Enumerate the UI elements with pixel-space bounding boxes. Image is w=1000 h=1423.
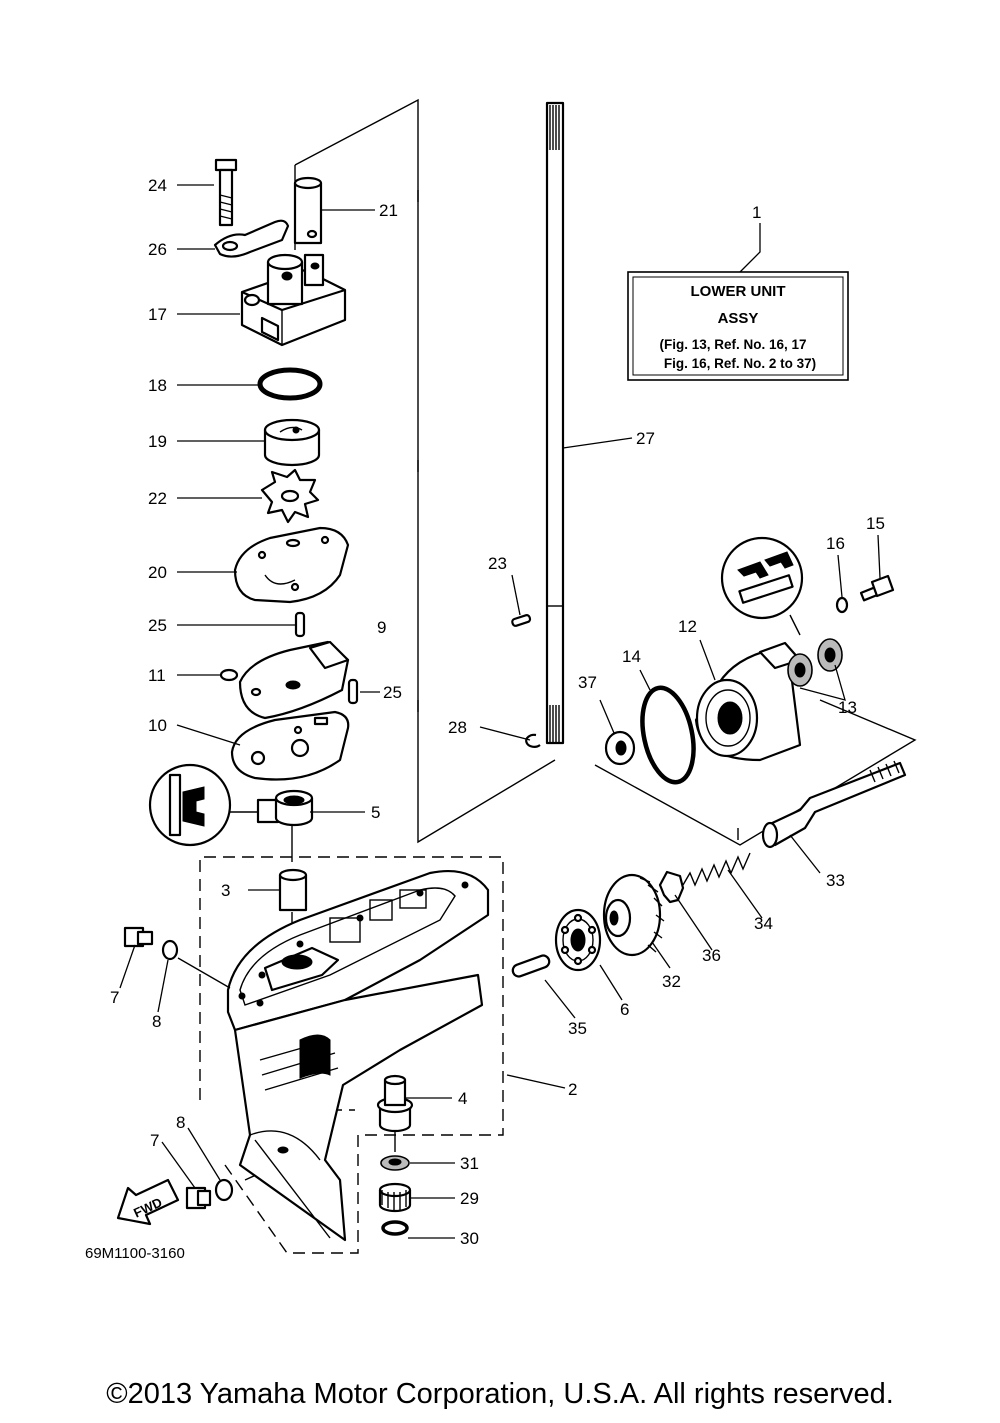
callout-35: 35 [568,1019,587,1038]
dog-clutch-36 [658,870,685,904]
circlip-28 [525,733,541,748]
callout-4: 4 [458,1089,467,1108]
callout-24: 24 [148,176,167,195]
gasket-11 [219,668,239,682]
callout-26: 26 [148,240,167,259]
insert-cartridge-19 [263,418,321,467]
bolt-24 [214,158,238,227]
assy-label-box: LOWER UNIT ASSY (Fig. 13, Ref. No. 16, 1… [627,271,849,381]
callout-14: 14 [622,647,641,666]
plate-9 [238,640,350,720]
callout-23: 23 [488,554,507,573]
seal-detail-inset [148,763,260,847]
callout-28: 28 [448,718,467,737]
gasket-10 [230,710,350,781]
callout-33: 33 [826,871,845,890]
callout-13: 13 [838,698,857,717]
washer-8b [214,1178,234,1202]
bearing-housing-12 [694,641,802,762]
callout-labels: 1 2 3 4 5 6 7 7 8 8 9 10 11 12 13 14 15 … [110,176,885,1248]
washer-8a [161,939,179,961]
sleeve-21 [293,176,323,245]
callout-27: 27 [636,429,655,448]
pinion-29 [378,1182,412,1213]
forward-gear-32 [602,873,665,957]
callout-20: 20 [148,563,167,582]
callout-5: 5 [371,803,380,822]
bushing-4 [376,1074,414,1133]
pin-23 [511,614,532,627]
assy-label-line2: ASSY [718,310,759,327]
callout-36: 36 [702,946,721,965]
pump-housing-17 [240,253,347,347]
screw-7b [185,1186,212,1210]
bearing-5 [256,789,314,827]
callout-3: 3 [221,881,230,900]
callout-29: 29 [460,1189,479,1208]
callout-25a: 25 [148,616,167,635]
fwd-arrow [116,1178,180,1226]
callout-7b: 7 [150,1131,159,1150]
seal-detail-inset-2 [720,536,804,636]
callout-37: 37 [578,673,597,692]
callout-22: 22 [148,489,167,508]
callout-18: 18 [148,376,167,395]
ball-bearing-6 [554,908,602,972]
callout-10: 10 [148,716,167,735]
impeller-22 [260,468,320,524]
callout-8b: 8 [176,1113,185,1132]
o-ring-18 [257,367,323,401]
washer-16 [835,596,849,614]
callout-17: 17 [148,305,167,324]
callout-16: 16 [826,534,845,553]
callout-6: 6 [620,1000,629,1019]
o-ring-14 [640,685,696,785]
callout-19: 19 [148,432,167,451]
bolt-15 [859,574,895,602]
oil-seals-13 [787,638,843,687]
callout-8a: 8 [152,1012,161,1031]
propeller-shaft-33 [761,760,907,849]
oil-seal-37 [604,730,636,766]
callout-25b: 25 [383,683,402,702]
pin-35 [511,954,551,978]
dowel-pin-25a [294,611,306,638]
screw-7a [123,926,154,948]
clip-30 [381,1220,409,1236]
lower-casing [226,869,490,1242]
callout-34: 34 [754,914,773,933]
callout-21: 21 [379,201,398,220]
drawing-code: 69M1100-3160 [85,1245,185,1262]
callout-2: 2 [568,1080,577,1099]
assy-label-line1: LOWER UNIT [691,283,786,300]
collar-3 [278,868,308,912]
assy-label-line3: (Fig. 13, Ref. No. 16, 17 [659,337,806,352]
copyright-notice: ©2013 Yamaha Motor Corporation, U.S.A. A… [106,1378,894,1410]
dowel-pin-25b [347,678,359,705]
spring-34 [682,852,751,887]
callout-12: 12 [678,617,697,636]
leader-lines [119,184,881,1239]
callout-11: 11 [148,666,166,685]
callout-1: 1 [752,203,761,222]
drive-shaft-27 [545,101,565,745]
assy-label-line4: Fig. 16, Ref. No. 2 to 37) [664,356,816,371]
callout-7a: 7 [110,988,119,1007]
callout-31: 31 [460,1154,479,1173]
callout-9: 9 [377,618,386,637]
callout-15: 15 [866,514,885,533]
callout-30: 30 [460,1229,479,1248]
outer-plate-20 [233,526,350,604]
callout-32: 32 [662,972,681,991]
